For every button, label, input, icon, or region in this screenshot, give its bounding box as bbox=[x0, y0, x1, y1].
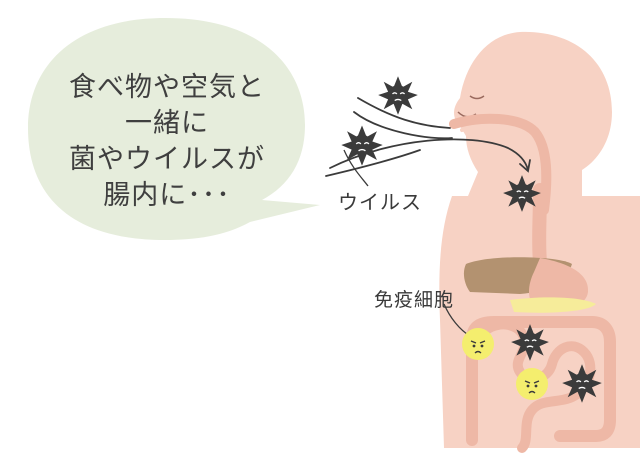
speech-bubble-text: 食べ物や空気と 一緒に 菌やウイルスが 腸内に･･･ bbox=[52, 70, 282, 214]
bubble-line: 腸内に･･･ bbox=[103, 180, 231, 211]
arrow-icon bbox=[325, 97, 531, 177]
bubble-line: 食べ物や空気と bbox=[69, 72, 265, 103]
virus-label-pointer bbox=[343, 149, 369, 187]
bubble-line: 菌やウイルスが bbox=[69, 144, 265, 175]
immune-cell-icon bbox=[462, 328, 548, 400]
face bbox=[449, 95, 552, 215]
speech-bubble bbox=[28, 18, 320, 240]
virus-label: ウイルス bbox=[338, 190, 422, 214]
bubble-line: 一緒に bbox=[125, 108, 209, 139]
digestive-organs bbox=[463, 183, 616, 453]
immune-cell-label: 免疫細胞 bbox=[374, 289, 455, 311]
